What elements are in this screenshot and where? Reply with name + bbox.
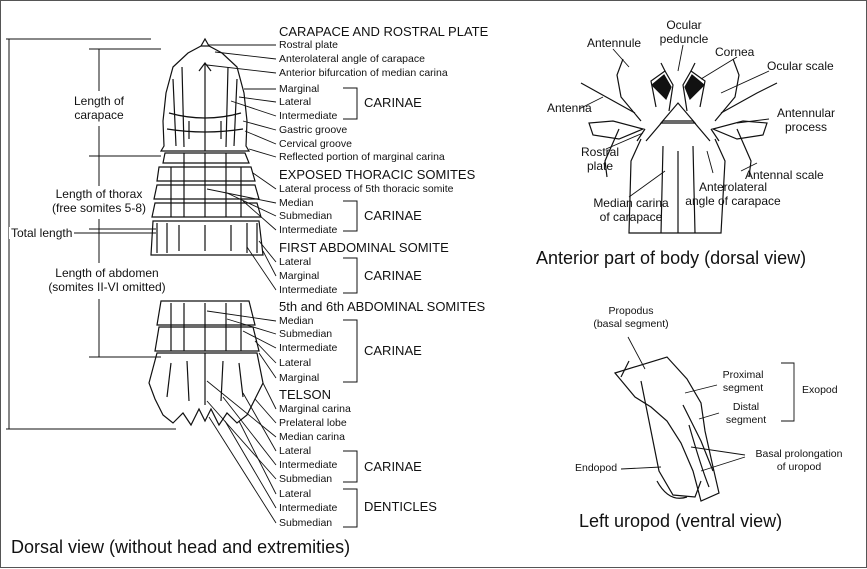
label-propodus-line1: Propodus xyxy=(589,306,673,317)
group-carinae-abdominal56: CARINAE xyxy=(364,344,422,357)
label-rostral-plate: Rostral plate xyxy=(279,40,338,51)
label-distal-segment: Distal segment xyxy=(716,402,776,425)
group-denticles: DENTICLES xyxy=(364,500,437,513)
label-distal-line1: Distal xyxy=(716,402,776,413)
label-endopod: Endopod xyxy=(575,463,617,474)
group-carinae-abdominal1: CARINAE xyxy=(364,269,422,282)
length-of-thorax-label: Length of thorax (free somites 5-8) xyxy=(43,188,155,214)
label-ocular-peduncle: Ocular peduncle xyxy=(652,19,716,45)
label-denticles-submedian: Submedian xyxy=(279,518,332,529)
label-cervical-groove: Cervical groove xyxy=(279,139,352,150)
label-basal-prolongation-line2: of uropod xyxy=(743,462,855,473)
label-abdominal1-marginal: Marginal xyxy=(279,271,319,282)
label-rostral-plate-line1: Rostral xyxy=(575,146,625,158)
label-ocular-peduncle-line2: peduncle xyxy=(652,33,716,45)
label-proximal-line1: Proximal xyxy=(713,370,773,381)
label-propodus: Propodus (basal segment) xyxy=(589,306,673,329)
label-anterolateral-angle: Anterolateral angle of carapace xyxy=(279,54,425,65)
label-abdominal56-lateral: Lateral xyxy=(279,358,311,369)
label-abdominal56-median: Median xyxy=(279,316,313,327)
length-of-abdomen-line1: Length of abdomen xyxy=(37,267,177,279)
label-anterolateral-angle-anterior: Anterolateral angle of carapace xyxy=(677,181,789,207)
label-cornea: Cornea xyxy=(715,46,754,58)
length-of-carapace-line1: Length of xyxy=(64,95,134,107)
label-propodus-line2: (basal segment) xyxy=(589,319,673,330)
label-denticles-intermediate: Intermediate xyxy=(279,503,337,514)
section-fifth-sixth-heading: 5th and 6th ABDOMINAL SOMITES xyxy=(279,300,485,313)
label-telson-lateral: Lateral xyxy=(279,446,311,457)
section-telson-heading: TELSON xyxy=(279,388,331,401)
label-thoracic-submedian: Submedian xyxy=(279,211,332,222)
label-anterolateral-line2: angle of carapace xyxy=(677,195,789,207)
label-thoracic-median: Median xyxy=(279,198,313,209)
label-proximal-line2: segment xyxy=(713,383,773,394)
label-telson-submedian: Submedian xyxy=(279,474,332,485)
length-of-carapace-line2: carapace xyxy=(64,109,134,121)
label-rostral-plate-line2: plate xyxy=(575,160,625,172)
label-gastric-groove: Gastric groove xyxy=(279,125,347,136)
dorsal-leader-lines xyxy=(207,45,276,523)
dorsal-body-drawing xyxy=(149,39,263,425)
label-telson-prelateral-lobe: Prelateral lobe xyxy=(279,418,347,429)
label-abdominal1-lateral: Lateral xyxy=(279,257,311,268)
label-antennular-process-line1: Antennular xyxy=(769,107,843,119)
label-carapace-intermediate: Intermediate xyxy=(279,111,337,122)
label-lateral-process: Lateral process of 5th thoracic somite xyxy=(279,184,454,195)
total-length-label: Total length xyxy=(9,227,74,239)
label-proximal-segment: Proximal segment xyxy=(713,370,773,393)
label-abdominal56-marginal: Marginal xyxy=(279,373,319,384)
label-antenna: Antenna xyxy=(547,102,592,114)
label-ocular-peduncle-line1: Ocular xyxy=(652,19,716,31)
label-exopod: Exopod xyxy=(802,385,838,396)
label-median-carina-line2: of carapace xyxy=(581,211,681,223)
dorsal-view-caption: Dorsal view (without head and extremitie… xyxy=(11,538,350,556)
label-abdominal56-intermediate: Intermediate xyxy=(279,343,337,354)
label-antennular-process: Antennular process xyxy=(769,107,843,133)
label-median-carina-line1: Median carina xyxy=(581,197,681,209)
label-abdominal56-submedian: Submedian xyxy=(279,329,332,340)
length-of-thorax-line2: (free somites 5-8) xyxy=(43,202,155,214)
uropod-drawing xyxy=(615,357,719,501)
label-anterolateral-line1: Anterolateral xyxy=(677,181,789,193)
length-of-abdomen-label: Length of abdomen (somites II-VI omitted… xyxy=(37,267,177,293)
section-carapace-heading: CARAPACE AND ROSTRAL PLATE xyxy=(279,25,488,38)
label-denticles-lateral: Lateral xyxy=(279,489,311,500)
label-telson-marginal-carina: Marginal carina xyxy=(279,404,351,415)
section-thoracic-heading: EXPOSED THORACIC SOMITES xyxy=(279,168,475,181)
label-carapace-marginal: Marginal xyxy=(279,84,319,95)
label-telson-median-carina: Median carina xyxy=(279,432,345,443)
label-rostral-plate-anterior: Rostral plate xyxy=(575,146,625,172)
label-antennule: Antennule xyxy=(587,37,641,49)
label-antennular-process-line2: process xyxy=(769,121,843,133)
length-of-thorax-line1: Length of thorax xyxy=(43,188,155,200)
label-median-carina-anterior: Median carina of carapace xyxy=(581,197,681,223)
length-of-abdomen-line2: (somites II-VI omitted) xyxy=(37,281,177,293)
uropod-view-caption: Left uropod (ventral view) xyxy=(579,512,782,530)
label-thoracic-intermediate: Intermediate xyxy=(279,225,337,236)
label-telson-intermediate: Intermediate xyxy=(279,460,337,471)
label-anterior-bifurcation: Anterior bifurcation of median carina xyxy=(279,68,448,79)
anterior-view-caption: Anterior part of body (dorsal view) xyxy=(536,249,806,267)
group-carinae-telson: CARINAE xyxy=(364,460,422,473)
label-basal-prolongation: Basal prolongation of uropod xyxy=(743,449,855,472)
label-distal-line2: segment xyxy=(716,415,776,426)
label-reflected-portion: Reflected portion of marginal carina xyxy=(279,152,445,163)
label-abdominal1-intermediate: Intermediate xyxy=(279,285,337,296)
group-carinae-thoracic: CARINAE xyxy=(364,209,422,222)
label-basal-prolongation-line1: Basal prolongation xyxy=(743,449,855,460)
length-of-carapace-label: Length of carapace xyxy=(64,95,134,121)
group-carinae-carapace: CARINAE xyxy=(364,96,422,109)
label-ocular-scale: Ocular scale xyxy=(767,60,834,72)
label-carapace-lateral: Lateral xyxy=(279,97,311,108)
section-first-abdominal-heading: FIRST ABDOMINAL SOMITE xyxy=(279,241,449,254)
